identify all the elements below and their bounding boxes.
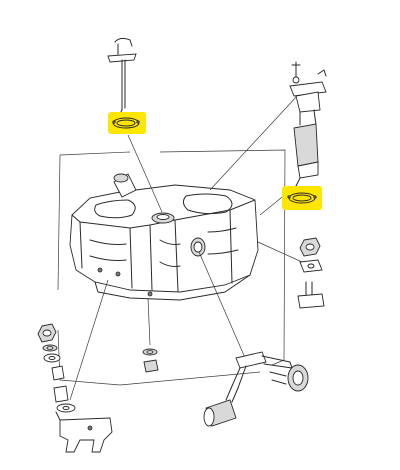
mounting-hardware-left — [37, 323, 76, 413]
sender-gasket-top — [108, 112, 146, 134]
assembly-frame — [57, 149, 286, 386]
fuel-pump-assembly — [289, 61, 327, 187]
filler-hose-assembly — [203, 351, 309, 427]
mounting-bracket — [55, 411, 113, 453]
mounting-hardware-right — [297, 237, 325, 309]
leader-lines — [69, 94, 303, 401]
fuel-tank — [69, 173, 259, 301]
pump-gasket-right — [282, 186, 322, 210]
mounting-hardware-center — [142, 348, 159, 373]
